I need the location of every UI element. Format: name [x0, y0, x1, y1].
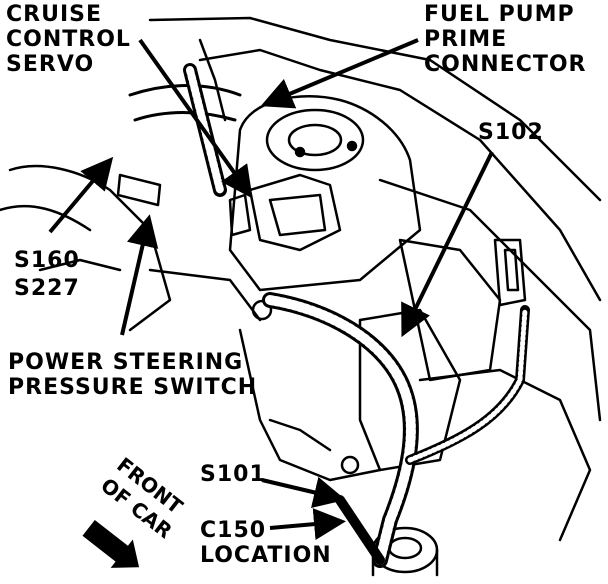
label-line: CONNECTOR: [424, 52, 587, 77]
label-line: PRESSURE SWITCH: [8, 375, 258, 400]
s102-arrow: [401, 151, 494, 338]
cruise-control-servo-label: CRUISE CONTROL SERVO: [6, 2, 131, 77]
label-line: CONTROL: [6, 27, 131, 52]
s160-label: S160: [14, 248, 80, 273]
label-line: PRIME: [424, 27, 508, 52]
c150-location-label: C150 LOCATION: [200, 518, 332, 568]
label-line: CRUISE: [6, 2, 103, 27]
pressure-switch-arrow: [120, 214, 159, 336]
front-of-car-group: FRONT OF CAR: [82, 453, 188, 568]
label-line: LOCATION: [200, 543, 332, 568]
s101-label: S101: [200, 462, 266, 487]
c150-arrow: [269, 508, 346, 541]
s160-arrow: [48, 156, 114, 234]
label-line: C150: [200, 518, 267, 543]
label-line: SERVO: [6, 52, 95, 77]
throttle-body: [265, 108, 365, 172]
front-direction-arrow: [82, 519, 140, 568]
fuel-pump-arrow: [260, 38, 419, 109]
power-steering-pressure-switch-label: POWER STEERING PRESSURE SWITCH: [8, 350, 257, 400]
label-line: FUEL PUMP: [424, 2, 575, 27]
hood-edge: [148, 16, 602, 202]
s101-arrow: [261, 476, 346, 509]
fuel-pump-prime-connector-label: FUEL PUMP PRIME CONNECTOR: [424, 2, 587, 77]
label-line: POWER STEERING: [8, 350, 244, 375]
s227-label: S227: [14, 276, 80, 301]
cruise-servo-arrow: [138, 38, 253, 199]
s102-label: S102: [478, 120, 544, 145]
